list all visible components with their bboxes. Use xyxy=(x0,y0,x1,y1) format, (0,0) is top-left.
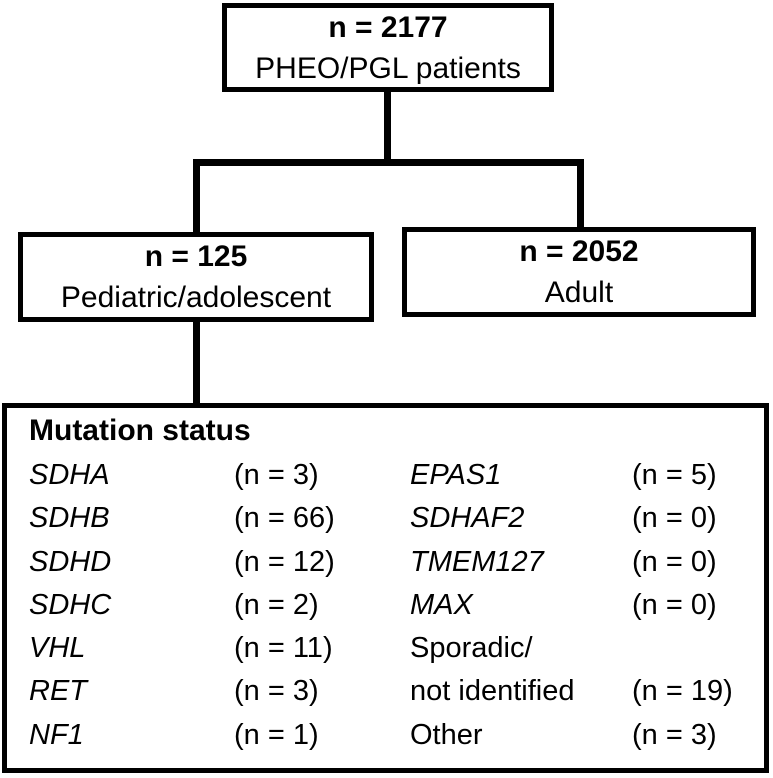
gene-count: (n = 5) xyxy=(632,459,717,491)
gene-count: (n = 3) xyxy=(234,675,319,708)
gene-name: SDHA xyxy=(29,459,110,491)
gene-count: (n = 12) xyxy=(234,545,335,578)
gene-count: (n = 1) xyxy=(234,718,319,751)
gene-name: SDHB xyxy=(29,502,110,535)
node-adult-count: n = 2052 xyxy=(519,235,639,268)
gene-count: (n = 0) xyxy=(632,545,717,578)
gene-count: (n = 3) xyxy=(234,459,319,491)
category-count: (n = 3) xyxy=(632,718,717,751)
connector-top-vertical xyxy=(384,92,391,164)
category-count: (n = 19) xyxy=(632,675,733,708)
mutation-row: NF1 (n = 1) Other (n = 3) xyxy=(22,714,764,757)
connector-left-vertical xyxy=(193,159,200,234)
mutation-row: SDHC (n = 2) MAX (n = 0) xyxy=(22,584,764,627)
gene-name: NF1 xyxy=(29,718,84,751)
node-pediatric: n = 125 Pediatric/adolescent xyxy=(18,232,374,322)
mutation-status-box: Mutation status SDHA (n = 3) EPAS1 (n = … xyxy=(2,403,769,773)
category-count xyxy=(625,627,764,670)
gene-count: (n = 2) xyxy=(234,588,319,621)
node-all-patients-label: PHEO/PGL patients xyxy=(255,51,521,85)
gene-name: RET xyxy=(29,675,87,708)
node-adult-label: Adult xyxy=(544,276,614,309)
mutation-row: VHL (n = 11) Sporadic/ xyxy=(22,627,764,670)
mutation-row: SDHA (n = 3) EPAS1 (n = 5) xyxy=(22,454,764,497)
gene-count: (n = 66) xyxy=(234,502,335,535)
gene-name: SDHAF2 xyxy=(410,502,525,535)
connector-horizontal xyxy=(193,159,584,166)
gene-name: SDHC xyxy=(29,588,112,621)
node-adult: n = 2052 Adult xyxy=(402,227,756,317)
gene-count: (n = 0) xyxy=(632,502,717,535)
gene-count: (n = 0) xyxy=(632,588,717,621)
connector-right-vertical xyxy=(577,159,584,230)
mutation-row: SDHB (n = 66) SDHAF2 (n = 0) xyxy=(22,497,764,540)
mutation-row: RET (n = 3) not identified (n = 19) xyxy=(22,670,764,713)
node-pediatric-count: n = 125 xyxy=(144,240,248,273)
node-pediatric-label: Pediatric/adolescent xyxy=(60,281,332,314)
category-label: not identified xyxy=(410,675,575,708)
gene-count: (n = 11) xyxy=(234,632,333,665)
node-all-patients-count: n = 2177 xyxy=(328,10,448,44)
category-label: Other xyxy=(410,718,483,751)
gene-name: VHL xyxy=(29,632,86,665)
mutation-row: SDHD (n = 12) TMEM127 (n = 0) xyxy=(22,541,764,584)
mutation-status-title: Mutation status xyxy=(29,414,251,447)
connector-pediatric-to-mutation xyxy=(193,320,200,407)
gene-name: EPAS1 xyxy=(410,459,502,491)
category-label: Sporadic/ xyxy=(410,632,533,665)
gene-name: TMEM127 xyxy=(410,545,544,578)
gene-name: SDHD xyxy=(29,545,112,578)
node-all-patients: n = 2177 PHEO/PGL patients xyxy=(222,3,554,92)
gene-name: MAX xyxy=(410,588,473,621)
